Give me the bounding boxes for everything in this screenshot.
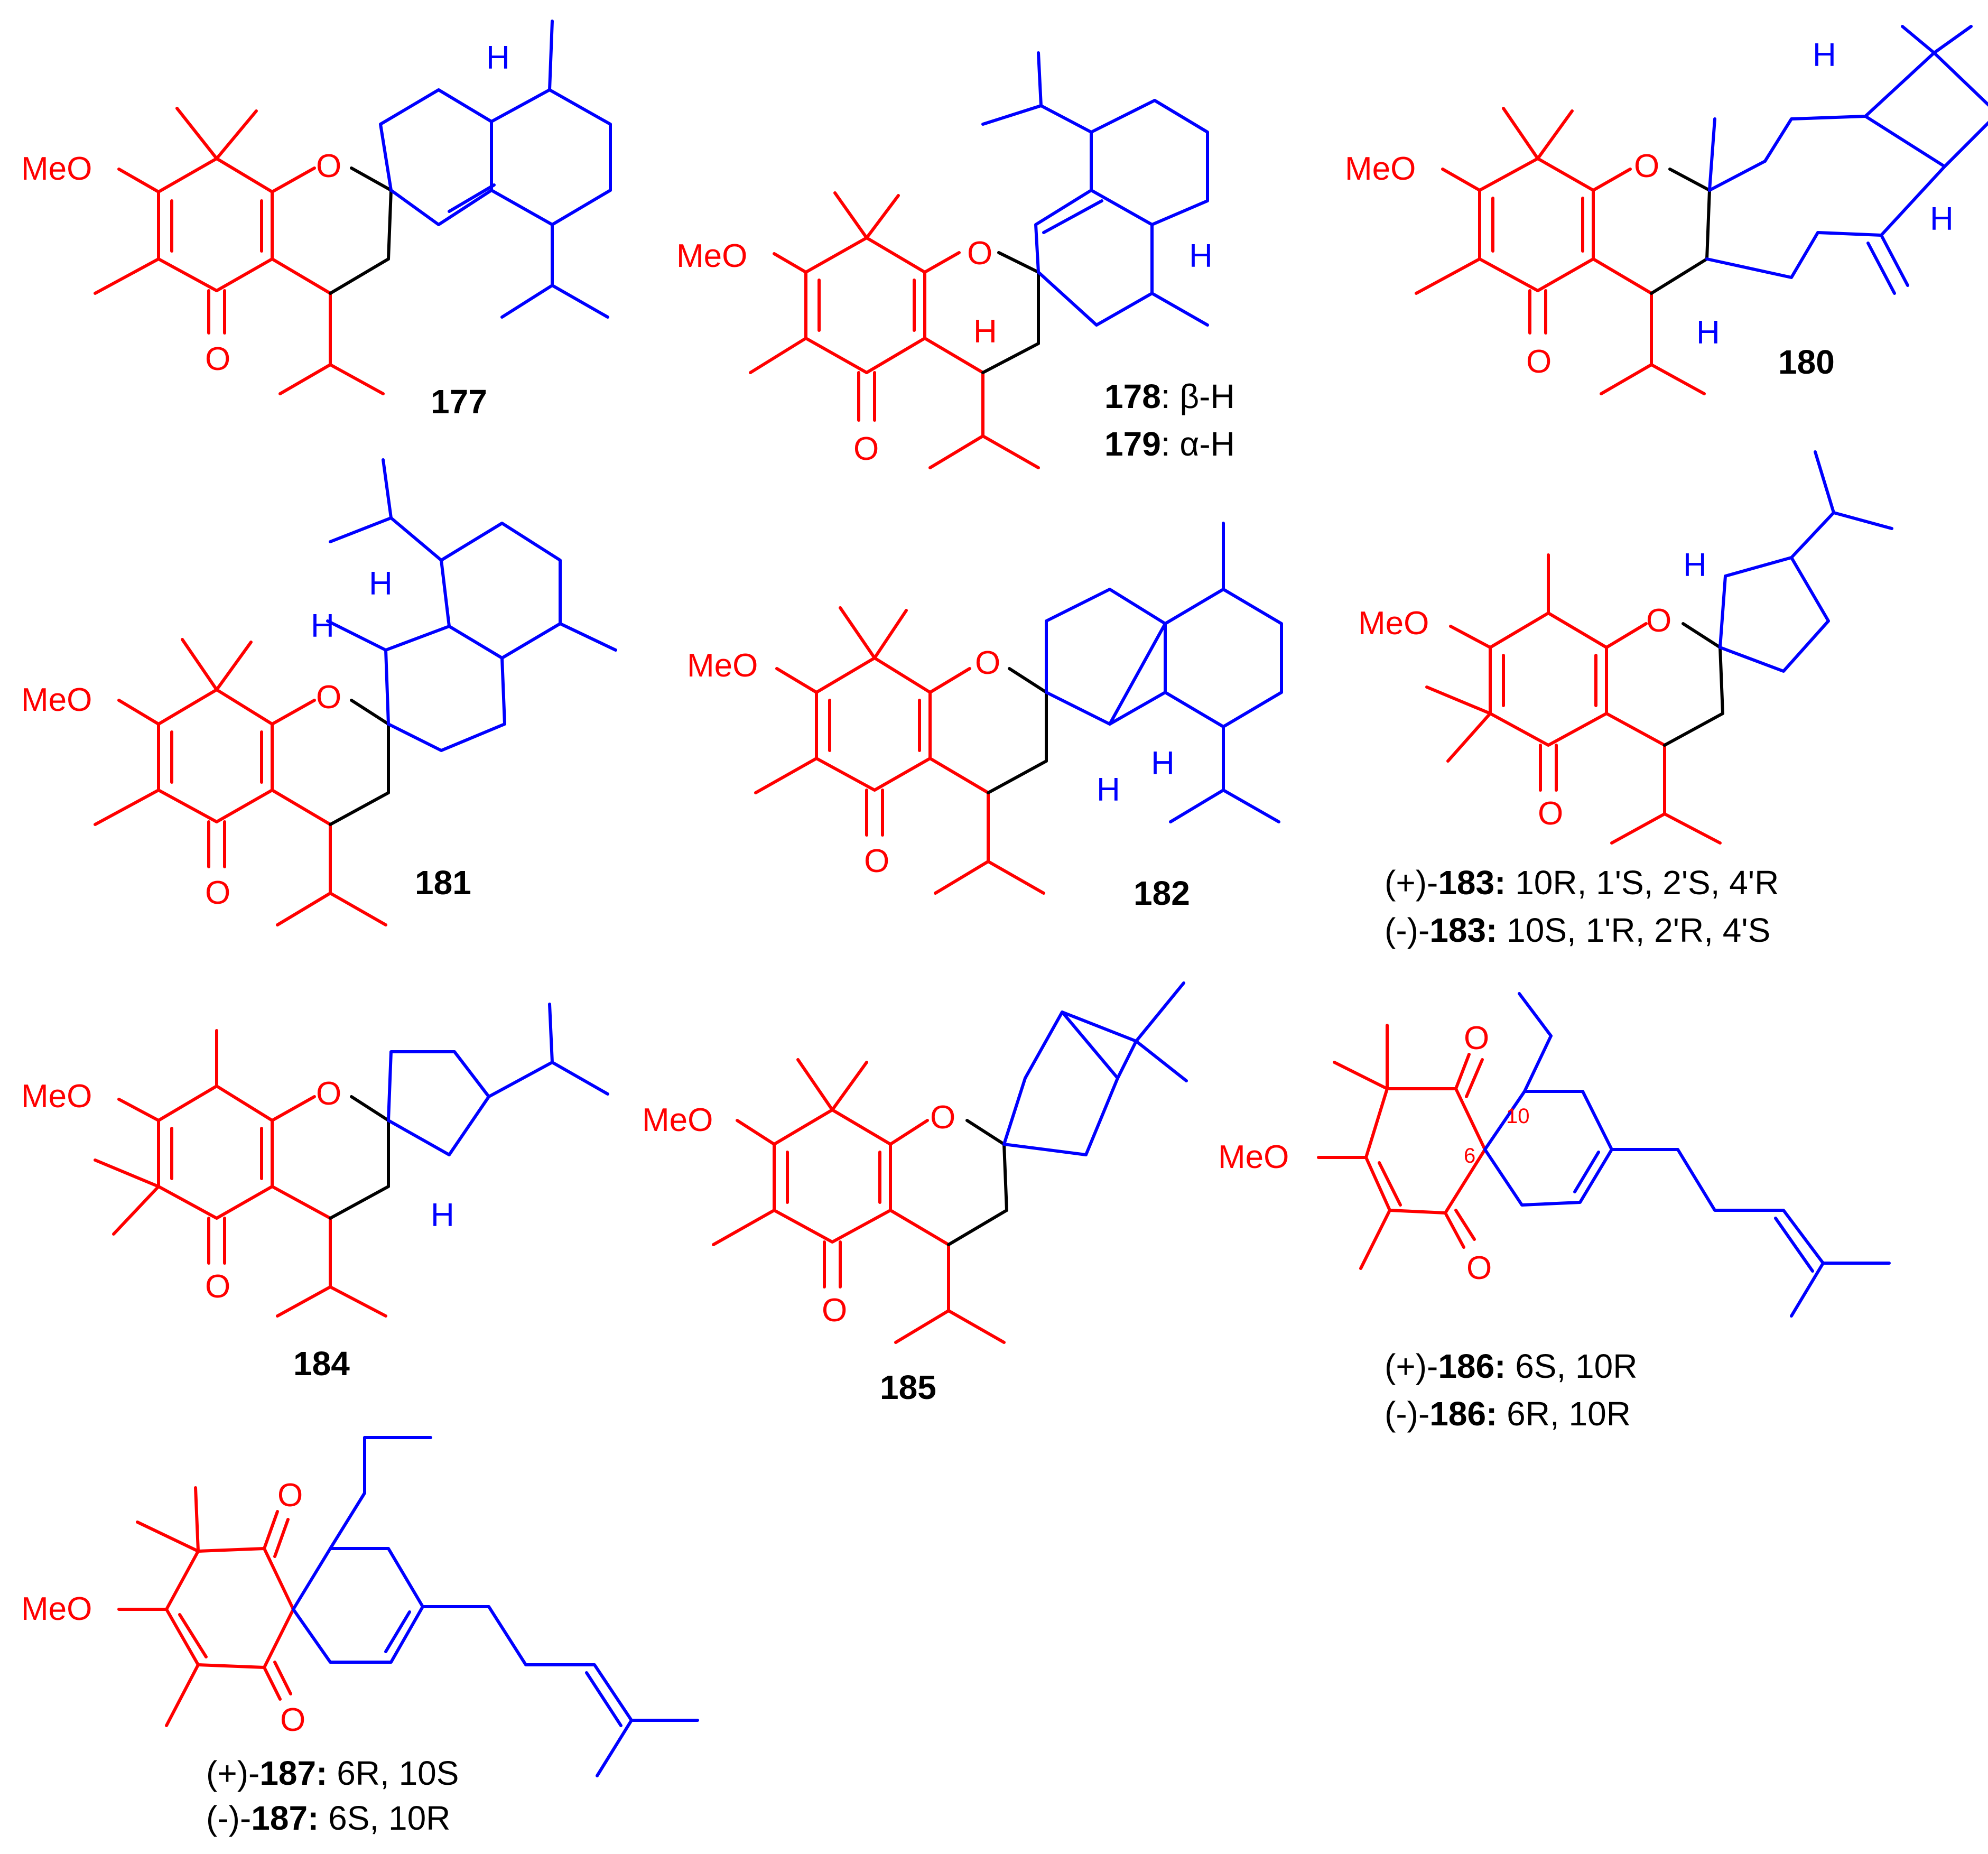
carbonyl-oxygen-label: O — [280, 1702, 305, 1738]
carbonyl-oxygen-label: O — [864, 843, 889, 879]
compound-186-minus-label: (-)-186: 6R, 10R — [1385, 1395, 1631, 1433]
carbonyl-oxygen-label: O — [205, 1268, 230, 1305]
methoxy-label: MeO — [21, 1078, 92, 1115]
methoxy-label: MeO — [21, 1591, 92, 1627]
hydrogen-label: H — [973, 313, 997, 350]
atom-labels: MeO O O H MeO O O H H MeO O O H H H MeO … — [21, 37, 1954, 1738]
hydrogen-label: H — [1097, 772, 1120, 808]
hydrogen-label: H — [431, 1197, 454, 1234]
compound-179-label: 179: α-H — [1104, 425, 1235, 463]
oxygen-label: O — [1634, 148, 1659, 184]
locant-6-label: 6 — [1464, 1144, 1475, 1167]
locant-10-label: 10 — [1506, 1105, 1530, 1128]
carbonyl-oxygen-label: O — [1464, 1020, 1489, 1056]
compound-187-plus-label: (+)-187: 6R, 10S — [206, 1754, 459, 1792]
oxygen-label: O — [316, 679, 341, 716]
carbonyl-oxygen-label: O — [205, 341, 230, 377]
compound-186-plus-label: (+)-186: 6S, 10R — [1385, 1347, 1638, 1385]
hydrogen-label: H — [1930, 201, 1954, 237]
compound-178-label: 178: β-H — [1104, 377, 1235, 415]
methoxy-label: MeO — [642, 1102, 713, 1138]
compound-185-label: 185 — [880, 1368, 936, 1406]
oxygen-label: O — [316, 148, 341, 184]
methoxy-label: MeO — [1218, 1139, 1289, 1175]
structure-180 — [1415, 25, 1988, 395]
compound-184-label: 184 — [293, 1345, 350, 1383]
oxygen-label: O — [316, 1076, 341, 1112]
structure-181 — [94, 458, 617, 926]
oxygen-label: O — [975, 645, 1000, 681]
structure-183 — [1425, 450, 1893, 845]
structure-177 — [94, 20, 612, 395]
methoxy-label: MeO — [676, 238, 747, 274]
oxygen-label: O — [967, 235, 992, 272]
oxygen-label: O — [930, 1099, 955, 1136]
methoxy-label: MeO — [21, 151, 92, 187]
structure-185 — [712, 981, 1188, 1344]
methoxy-label: MeO — [687, 647, 758, 684]
compound-187-minus-label: (-)-187: 6S, 10R — [206, 1799, 451, 1837]
hydrogen-label: H — [486, 40, 510, 76]
methoxy-label: MeO — [1358, 605, 1429, 642]
carbonyl-oxygen-label: O — [1466, 1250, 1492, 1286]
hydrogen-label: H — [1151, 745, 1175, 782]
methoxy-label: MeO — [21, 682, 92, 718]
structure-178-179 — [749, 51, 1209, 469]
compound-177-label: 177 — [431, 383, 487, 421]
structure-187 — [117, 1436, 699, 1777]
methoxy-label: MeO — [1345, 151, 1416, 187]
oxygen-label: O — [1646, 602, 1671, 639]
compound-180-label: 180 — [1778, 343, 1835, 381]
compound-181-label: 181 — [415, 864, 471, 902]
structure-186 — [1317, 992, 1891, 1318]
hydrogen-label: H — [1696, 314, 1720, 351]
hydrogen-label: H — [1189, 238, 1213, 274]
structure-184 — [94, 1003, 609, 1318]
carbonyl-oxygen-label: O — [1538, 795, 1563, 832]
hydrogen-label: H — [1813, 37, 1836, 73]
carbonyl-oxygen-label: O — [1526, 344, 1552, 380]
hydrogen-label: H — [311, 608, 335, 644]
compound-183-minus-label: (-)-183: 10S, 1'R, 2'R, 4'S — [1385, 911, 1771, 949]
structure-182 — [754, 522, 1283, 895]
carbonyl-oxygen-label: O — [205, 875, 230, 911]
compound-183-plus-label: (+)-183: 10R, 1'S, 2'S, 4'R — [1385, 864, 1779, 902]
carbonyl-oxygen-label: O — [822, 1292, 847, 1329]
compound-182-label: 182 — [1134, 874, 1190, 912]
carbonyl-oxygen-label: O — [277, 1477, 303, 1514]
hydrogen-label: H — [1683, 547, 1707, 583]
hydrogen-label: H — [369, 566, 393, 602]
carbonyl-oxygen-label: O — [853, 431, 879, 467]
